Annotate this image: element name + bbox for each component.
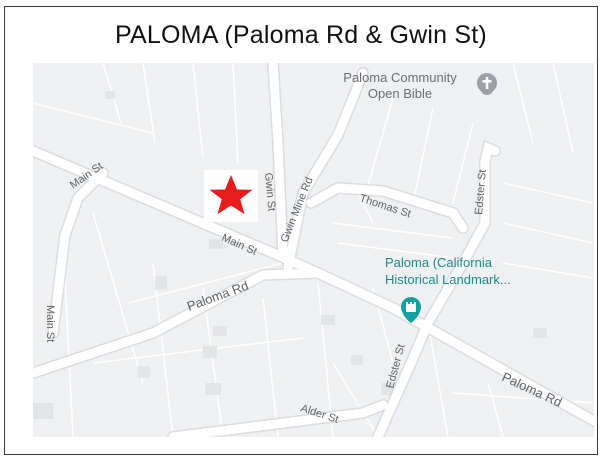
road-thomas-st — [306, 183, 468, 233]
map-canvas[interactable]: Main St Main St Main St Gwin St Gwin Min… — [33, 63, 594, 437]
map-view[interactable]: Main St Main St Main St Gwin St Gwin Min… — [33, 63, 594, 437]
street-label-main-st-south: Main St — [44, 305, 56, 342]
road-main-st-west-loop — [48, 168, 108, 338]
road-gwin-st — [268, 63, 288, 260]
poi-landmark-name-line1: Paloma (California — [385, 255, 493, 270]
star-marker-icon — [209, 175, 253, 215]
poi-church-name-line1: Paloma Community — [343, 70, 457, 85]
castle-pin-icon — [401, 297, 421, 323]
page-title: PALOMA (Paloma Rd & Gwin St) — [115, 21, 487, 49]
poi-church[interactable]: Paloma Community Open Bible — [343, 70, 497, 101]
parcel-lines — [33, 63, 594, 437]
road-edster-st — [373, 141, 500, 437]
street-label-gwin-st: Gwin St — [262, 172, 277, 211]
road-gwin-mine-rd — [283, 68, 368, 273]
location-marker — [204, 170, 258, 222]
poi-landmark-name-line2: Historical Landmark... — [385, 272, 511, 287]
road-alder-st — [168, 400, 388, 437]
building-footprints — [33, 91, 547, 419]
road-paloma-rd — [33, 268, 323, 378]
poi-church-name-line2: Open Bible — [368, 86, 432, 101]
church-cross-pin-icon — [477, 73, 497, 95]
poi-landmark[interactable]: Paloma (California Historical Landmark..… — [385, 255, 511, 323]
road-network — [33, 63, 594, 437]
figure-frame: PALOMA (Paloma Rd & Gwin St) — [4, 6, 598, 455]
street-label-edster-st-north: Edster St — [473, 169, 489, 215]
